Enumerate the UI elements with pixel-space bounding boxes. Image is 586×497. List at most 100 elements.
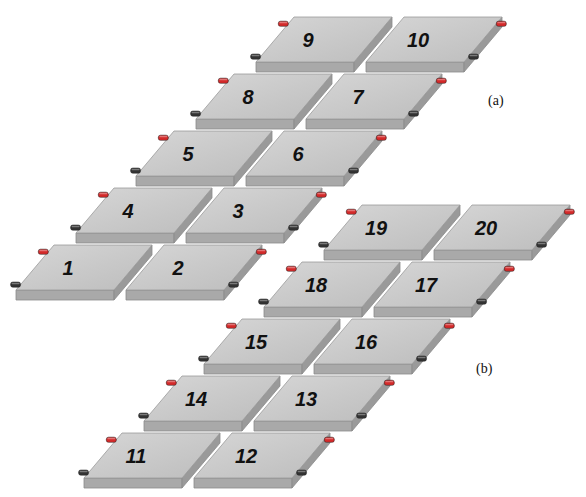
negative-terminal — [229, 282, 239, 287]
terminal-highlight — [437, 79, 445, 80]
plate-top — [314, 319, 450, 364]
plate-front — [306, 119, 404, 129]
battery-cell: 17 — [360, 255, 528, 321]
terminal-highlight — [385, 381, 393, 382]
negative-terminal — [349, 168, 359, 173]
terminal-highlight — [290, 226, 298, 227]
terminal-highlight — [298, 471, 306, 472]
negative-terminal — [11, 282, 21, 287]
terminal-highlight — [287, 267, 295, 268]
terminal-highlight — [418, 357, 426, 358]
positive-terminal — [166, 380, 176, 385]
terminal-highlight — [505, 267, 513, 268]
battery-cell: 2 — [112, 238, 280, 304]
positive-terminal — [504, 266, 514, 271]
negative-terminal — [469, 54, 479, 59]
positive-terminal — [384, 380, 394, 385]
battery-cell: 20 — [420, 198, 586, 264]
plate-top — [254, 376, 390, 421]
cell-number: 6 — [292, 144, 303, 164]
terminal-highlight — [410, 112, 418, 113]
negative-terminal — [199, 356, 209, 361]
plate-front — [374, 307, 472, 317]
positive-terminal — [106, 437, 116, 442]
negative-terminal — [477, 299, 487, 304]
plate-front — [204, 364, 302, 374]
cell-shape — [292, 67, 460, 133]
plate-front — [314, 364, 412, 374]
positive-terminal — [278, 21, 288, 26]
cell-number: 10 — [407, 30, 429, 50]
negative-terminal — [537, 242, 547, 247]
cell-number: 20 — [475, 218, 497, 238]
negative-terminal — [79, 470, 89, 475]
cell-number: 17 — [415, 275, 437, 295]
positive-terminal — [286, 266, 296, 271]
cell-shape — [420, 198, 586, 264]
negative-terminal — [251, 54, 261, 59]
plate-front — [76, 233, 174, 243]
terminal-highlight — [538, 243, 546, 244]
cell-shape — [112, 238, 280, 304]
positive-terminal — [346, 209, 356, 214]
terminal-highlight — [159, 136, 167, 137]
terminal-highlight — [347, 210, 355, 211]
cell-number: 2 — [172, 258, 183, 278]
plate-front — [144, 421, 242, 431]
positive-terminal — [436, 78, 446, 83]
terminal-highlight — [167, 381, 175, 382]
battery-cell: 7 — [292, 67, 460, 133]
cell-number: 12 — [235, 446, 257, 466]
plate-front — [366, 62, 464, 72]
positive-terminal — [324, 437, 334, 442]
plate-front — [196, 119, 294, 129]
positive-terminal — [256, 249, 266, 254]
cell-number: 1 — [62, 258, 73, 278]
plate-front — [254, 421, 352, 431]
plate-front — [324, 250, 422, 260]
positive-terminal — [564, 209, 574, 214]
cell-number: 19 — [365, 218, 387, 238]
terminal-highlight — [478, 300, 486, 301]
terminal-highlight — [252, 55, 260, 56]
plate-front — [186, 233, 284, 243]
terminal-highlight — [325, 438, 333, 439]
positive-terminal — [376, 135, 386, 140]
plate-front — [246, 176, 344, 186]
plate-top — [434, 205, 570, 250]
cell-shape — [240, 369, 408, 435]
terminal-highlight — [230, 283, 238, 284]
positive-terminal — [158, 135, 168, 140]
cell-number: 7 — [352, 87, 363, 107]
cell-shape — [360, 255, 528, 321]
positive-terminal — [496, 21, 506, 26]
negative-terminal — [289, 225, 299, 230]
cell-shape — [172, 181, 340, 247]
negative-terminal — [259, 299, 269, 304]
cell-shape — [300, 312, 468, 378]
plate-front — [264, 307, 362, 317]
plate-front — [256, 62, 354, 72]
terminal-highlight — [219, 79, 227, 80]
terminal-highlight — [565, 210, 573, 211]
plate-front — [434, 250, 532, 260]
plate-top — [306, 74, 442, 119]
positive-terminal — [38, 249, 48, 254]
cell-number: 18 — [305, 275, 327, 295]
negative-terminal — [191, 111, 201, 116]
cell-number: 8 — [242, 87, 253, 107]
negative-terminal — [357, 413, 367, 418]
plate-front — [16, 290, 114, 300]
negative-terminal — [131, 168, 141, 173]
terminal-highlight — [445, 324, 453, 325]
cell-number: 16 — [355, 332, 377, 352]
battery-cell: 16 — [300, 312, 468, 378]
plate-top — [194, 433, 330, 478]
negative-terminal — [297, 470, 307, 475]
positive-terminal — [444, 323, 454, 328]
cell-shape — [232, 124, 400, 190]
positive-terminal — [218, 78, 228, 83]
cell-number: 13 — [295, 389, 317, 409]
negative-terminal — [409, 111, 419, 116]
